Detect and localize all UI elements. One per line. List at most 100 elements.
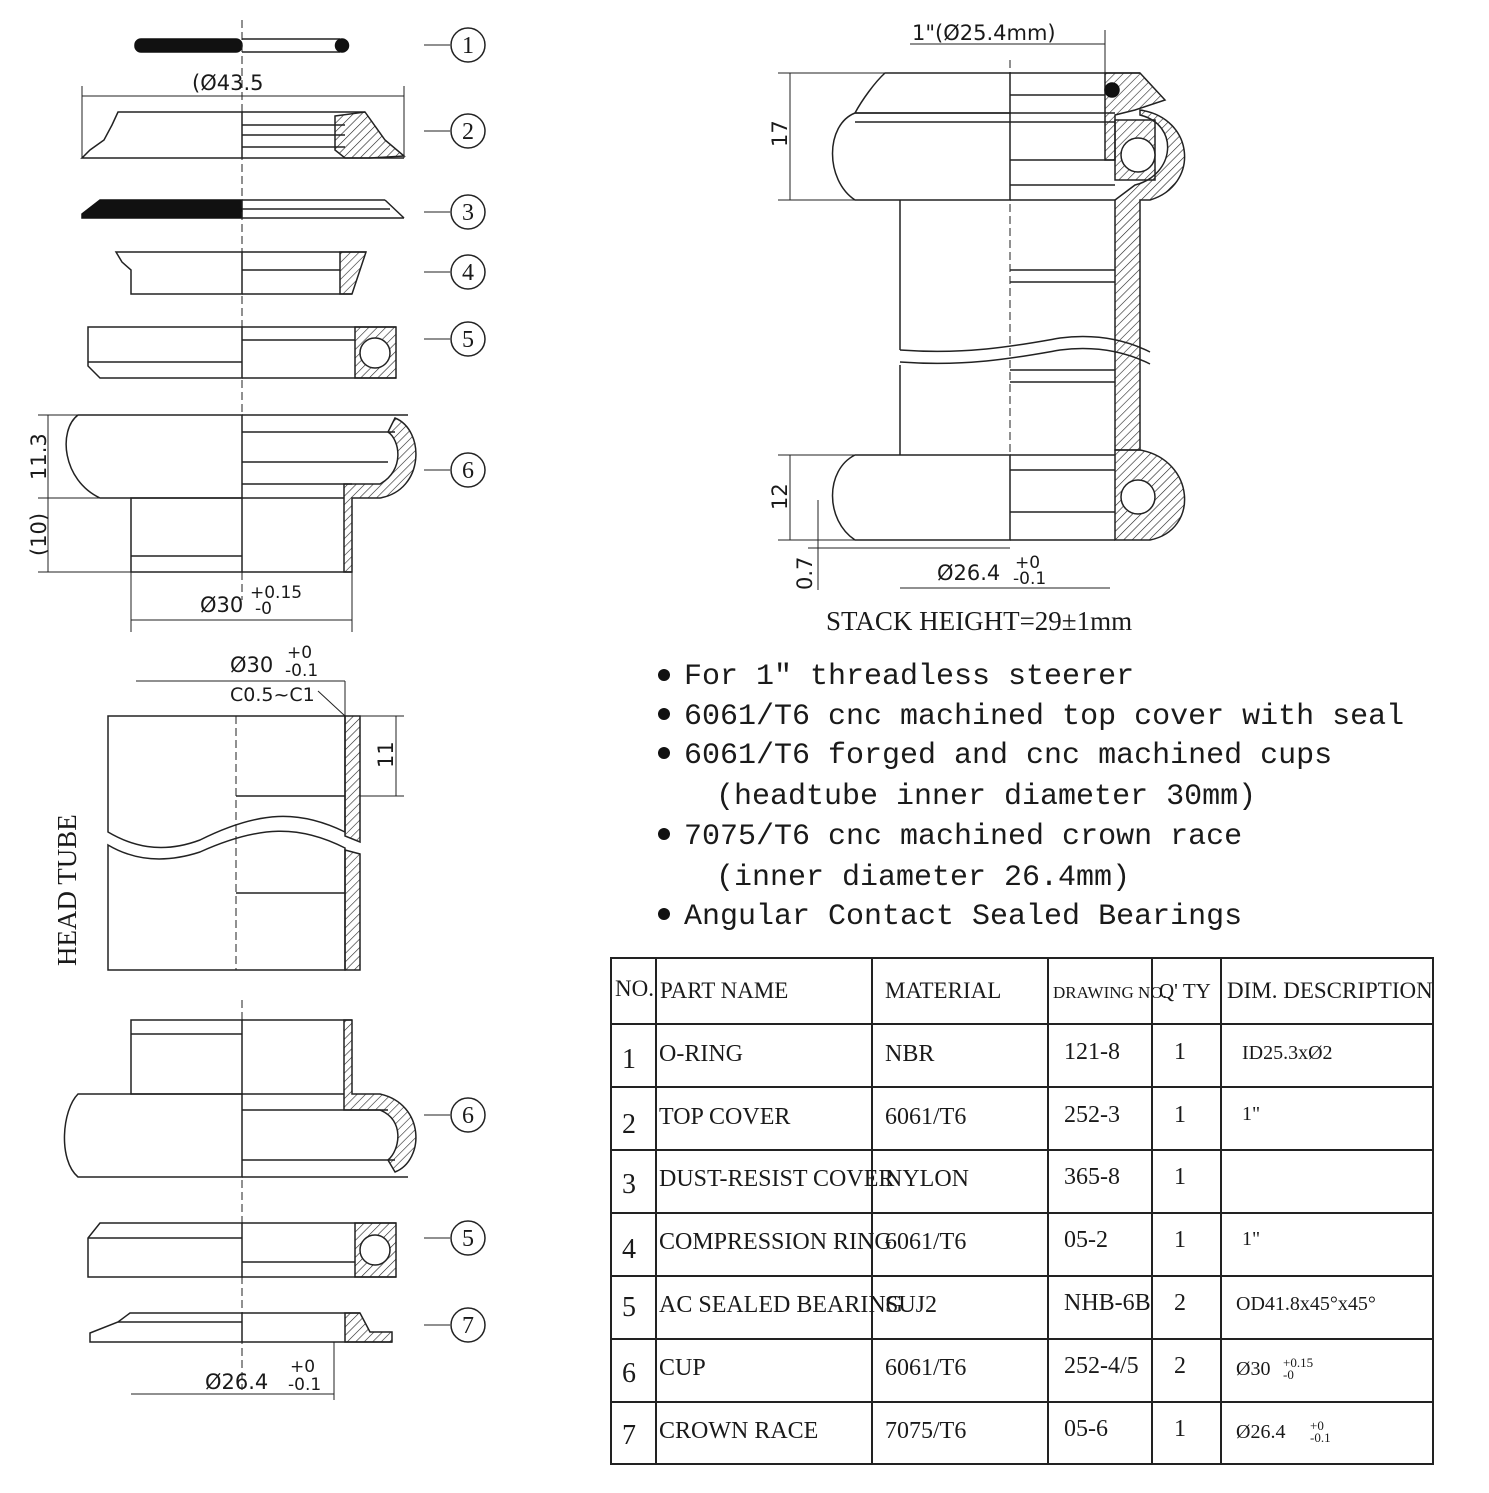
dim-race-id: [131, 1342, 335, 1400]
callout-6-lower: 6: [462, 1103, 474, 1129]
cell-drawing-no: 121-8: [1064, 1039, 1120, 1065]
table-row: 7 CROWN RACE 7075/T6 05-6 1 Ø26.4 +0 -0.…: [622, 1416, 1331, 1451]
top-cover-part: [80, 111, 406, 159]
cell-material: 6061/T6: [885, 1104, 966, 1130]
callout-3: 3: [462, 200, 474, 226]
cell-qty: 1: [1174, 1416, 1186, 1442]
dim-cup-od: [130, 572, 353, 632]
feature-4: 7075/T6 cnc machined crown race: [684, 820, 1242, 854]
dim-top-od-label: (Ø43.5: [192, 71, 263, 95]
feature-bullets: [658, 669, 670, 920]
dim-cup-height: [38, 414, 131, 573]
feature-3-note: (headtube inner diameter 30mm): [716, 780, 1256, 814]
dim-race-tol-lo: -0.1: [288, 1375, 321, 1395]
cell-material: 7075/T6: [885, 1418, 966, 1444]
dim-ht-id-label: Ø30: [230, 653, 273, 677]
feature-3: 6061/T6 forged and cnc machined cups: [684, 739, 1332, 773]
head-tube-label: HEAD TUBE: [52, 814, 82, 966]
cell-qty: 2: [1174, 1290, 1186, 1316]
cell-drawing-no: 252-4/5: [1064, 1353, 1139, 1379]
table-row: 2 TOP COVER 6061/T6 252-3 1 1": [622, 1102, 1260, 1140]
dim-crown-tol-lo: -0.1: [1013, 569, 1046, 589]
dim-crown-tol-up: +0: [1015, 553, 1040, 573]
cell-drawing-no: 05-6: [1064, 1416, 1108, 1442]
dim-cup-insert-label: (10): [27, 513, 51, 556]
dim-race-id-label: Ø26.4: [205, 1370, 268, 1394]
feature-1: For 1" threadless steerer: [684, 660, 1134, 694]
cell-part-name: TOP COVER: [659, 1104, 790, 1130]
dim-top-od: [81, 86, 405, 158]
dust-cover-part: [81, 199, 405, 219]
cup-part-upper: [65, 414, 417, 573]
cell-dim: Ø30: [1236, 1358, 1270, 1380]
dim-ht-tol-up: +0: [287, 643, 312, 663]
cell-dim-tol-lo: -0.1: [1310, 1430, 1331, 1445]
cell-dim-tol-lo: -0: [1283, 1367, 1294, 1382]
dim-race-tol-up: +0: [290, 1357, 315, 1377]
bearing-part-upper: [87, 326, 397, 379]
dim-cup-od-label: Ø30: [200, 593, 243, 617]
table-header-material: MATERIAL: [885, 978, 1001, 1003]
callout-5-lower: 5: [462, 1226, 474, 1252]
cell-no: 4: [622, 1234, 636, 1265]
callout-leaders: [424, 44, 450, 1326]
dim-headtube: [136, 680, 404, 797]
cell-no: 6: [622, 1358, 636, 1389]
cell-material: SUJ2: [885, 1292, 937, 1318]
table-header-qty: Q' TY: [1159, 979, 1211, 1003]
dim-race-h-label: 0.7: [793, 557, 817, 590]
callout-4: 4: [462, 260, 474, 286]
cell-drawing-no: 252-3: [1064, 1102, 1120, 1128]
cell-qty: 1: [1174, 1227, 1186, 1253]
dim-steerer-label: 1"(Ø25.4mm): [912, 21, 1056, 45]
callout-5: 5: [462, 327, 474, 353]
table-header-part-name: PART NAME: [660, 978, 788, 1003]
cell-dim: 1": [1242, 1103, 1260, 1125]
feature-5: Angular Contact Sealed Bearings: [684, 900, 1242, 934]
dim-bottom-stack-label: 12: [768, 483, 792, 510]
cell-material: NBR: [885, 1041, 934, 1067]
callout-7: 7: [462, 1313, 474, 1339]
callout-6: 6: [462, 458, 474, 484]
callout-circles: [450, 27, 486, 1343]
cell-drawing-no: 05-2: [1064, 1227, 1108, 1253]
table-row: 6 CUP 6061/T6 252-4/5 2 Ø30 +0.15 -0: [622, 1353, 1313, 1389]
cell-drawing-no: NHB-6B: [1064, 1290, 1151, 1316]
table-row: 1 O-RING NBR 121-8 1 ID25.3xØ2: [622, 1039, 1333, 1075]
parts-table-grid: [610, 957, 1434, 1465]
dim-cup-tol-up: +0.15: [250, 583, 302, 603]
bearing-part-lower: [87, 1222, 397, 1278]
dim-top-stack-label: 17: [768, 120, 792, 147]
dim-cup-height-label: 11.3: [27, 433, 51, 480]
table-header-no: NO.: [615, 976, 654, 1001]
cell-dim: OD41.8x45°x45°: [1236, 1293, 1376, 1315]
cell-no: 1: [622, 1044, 636, 1075]
crown-race-part: [89, 1312, 393, 1343]
cell-dim: ID25.3xØ2: [1242, 1042, 1333, 1064]
cell-dim: 1": [1242, 1228, 1260, 1250]
feature-4-note: (inner diameter 26.4mm): [716, 861, 1130, 895]
cell-part-name: CROWN RACE: [659, 1418, 818, 1444]
cell-material: 6061/T6: [885, 1229, 966, 1255]
dim-ht-depth-label: 11: [374, 741, 398, 768]
cell-part-name: DUST-RESIST COVER: [659, 1166, 894, 1192]
table-body: 1 O-RING NBR 121-8 1 ID25.3xØ2 2 TOP COV…: [622, 1039, 1376, 1451]
callout-1: 1: [462, 33, 474, 59]
cell-no: 5: [622, 1292, 636, 1323]
assembly-view: [831, 30, 1186, 541]
dim-chamfer-label: C0.5~C1: [230, 684, 315, 706]
table-header-dim: DIM. DESCRIPTION: [1227, 978, 1433, 1003]
cell-part-name: COMPRESSION RING: [659, 1229, 892, 1255]
cell-dim-tol-up: +0.15: [1283, 1355, 1313, 1370]
cell-drawing-no: 365-8: [1064, 1164, 1120, 1190]
cup-part-lower: [63, 1019, 417, 1178]
cell-material: 6061/T6: [885, 1355, 966, 1381]
cell-part-name: AC SEALED BEARING: [659, 1292, 903, 1318]
cell-part-name: CUP: [659, 1355, 706, 1381]
cell-no: 2: [622, 1109, 636, 1140]
dim-cup-tol-lo: -0: [255, 599, 272, 619]
table-row: 4 COMPRESSION RING 6061/T6 05-2 1 1": [622, 1227, 1260, 1265]
cell-dim-tol-up: +0: [1310, 1418, 1324, 1433]
assembly-dims: [778, 43, 1110, 590]
